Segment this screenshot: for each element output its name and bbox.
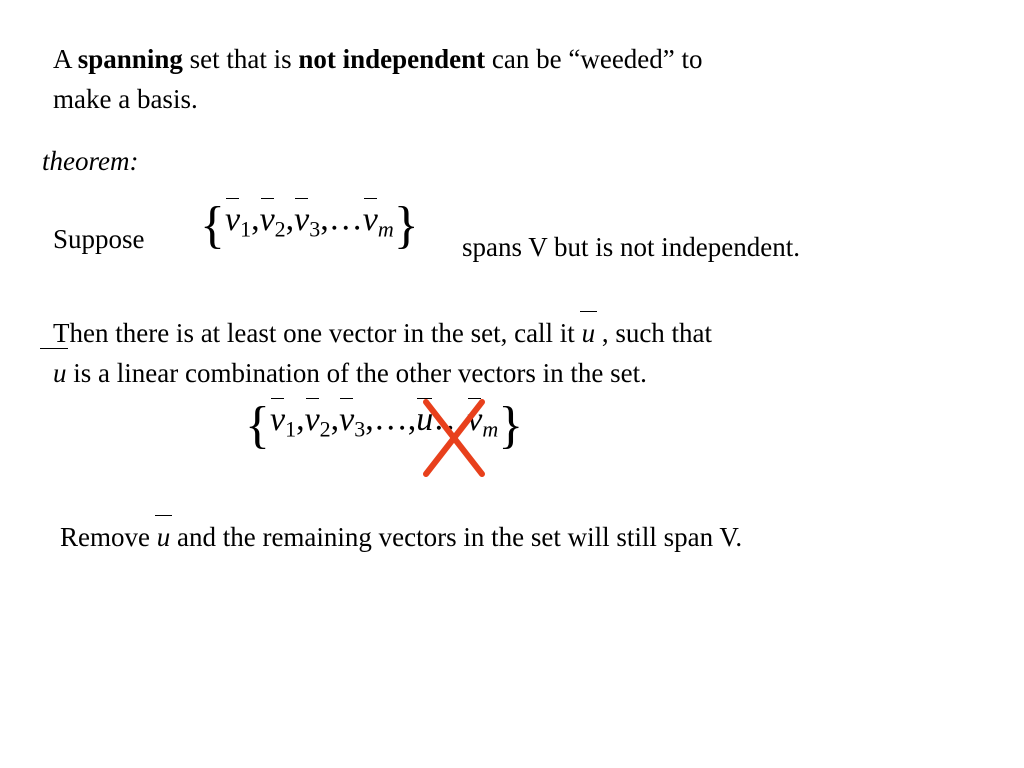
vector-v1: v <box>225 197 240 239</box>
comma: , <box>285 200 295 238</box>
intro-line-2: make a basis. <box>53 84 198 114</box>
then-text: , such that <box>595 318 713 348</box>
subscript-1: 1 <box>240 216 252 242</box>
vector-vm: v <box>363 197 378 239</box>
set-with-u: {v1,v2,v3,…,u…vm} <box>245 397 524 454</box>
comma: , <box>296 400 305 438</box>
right-brace: } <box>498 397 524 454</box>
left-brace: { <box>200 197 225 254</box>
spanning-set: {v1,v2,v3,…vm} <box>200 197 419 254</box>
suppose-tail: spans V but is not independent. <box>462 232 800 262</box>
overline-mark <box>40 348 68 350</box>
intro-text: set that is <box>182 44 299 74</box>
vector-v1: v <box>270 397 285 439</box>
vector-u: u <box>154 515 172 552</box>
intro-line-1: A spanning set that is not independent c… <box>53 42 703 76</box>
then-line-1: Then there is at least one vector in the… <box>53 311 713 350</box>
then-text: is a linear combination of the other vec… <box>66 358 647 388</box>
comma: , <box>251 200 260 238</box>
subscript-2: 2 <box>319 416 331 442</box>
then-line-2: u is a linear combination of the other v… <box>53 356 647 390</box>
vector-v3: v <box>294 197 309 239</box>
remove-text: Remove <box>60 522 157 552</box>
intro-text: A <box>53 44 78 74</box>
subscript-m: m <box>377 216 394 242</box>
vector-v3: v <box>339 397 354 439</box>
red-x-icon <box>423 399 485 477</box>
vector-u: u <box>579 311 597 348</box>
suppose-word: Suppose <box>53 224 145 254</box>
intro-text: can be “weeded” to <box>485 44 703 74</box>
intro-bold-spanning: spanning <box>77 44 183 74</box>
ellipsis: … <box>328 200 363 238</box>
vector-u: u <box>53 358 67 388</box>
vector-v2: v <box>305 397 320 439</box>
then-text: Then there is at least one vector in the… <box>53 318 582 348</box>
comma: , <box>365 400 374 438</box>
theorem-label: theorem: <box>42 146 139 176</box>
remove-text: and the remaining vectors in the set wil… <box>170 522 743 552</box>
left-brace: { <box>245 397 270 454</box>
subscript-1: 1 <box>285 416 297 442</box>
subscript-2: 2 <box>274 216 286 242</box>
subscript-3: 3 <box>309 216 321 242</box>
right-brace: } <box>393 197 419 254</box>
comma: , <box>330 400 340 438</box>
vector-v2: v <box>260 197 275 239</box>
comma: , <box>320 200 329 238</box>
subscript-3: 3 <box>354 416 366 442</box>
subscript-m: m <box>482 416 499 442</box>
ellipsis: … <box>373 400 408 438</box>
remove-line: Remove u and the remaining vectors in th… <box>60 515 743 554</box>
comma: , <box>407 400 417 438</box>
intro-bold-not-independent: not independent <box>298 44 486 74</box>
